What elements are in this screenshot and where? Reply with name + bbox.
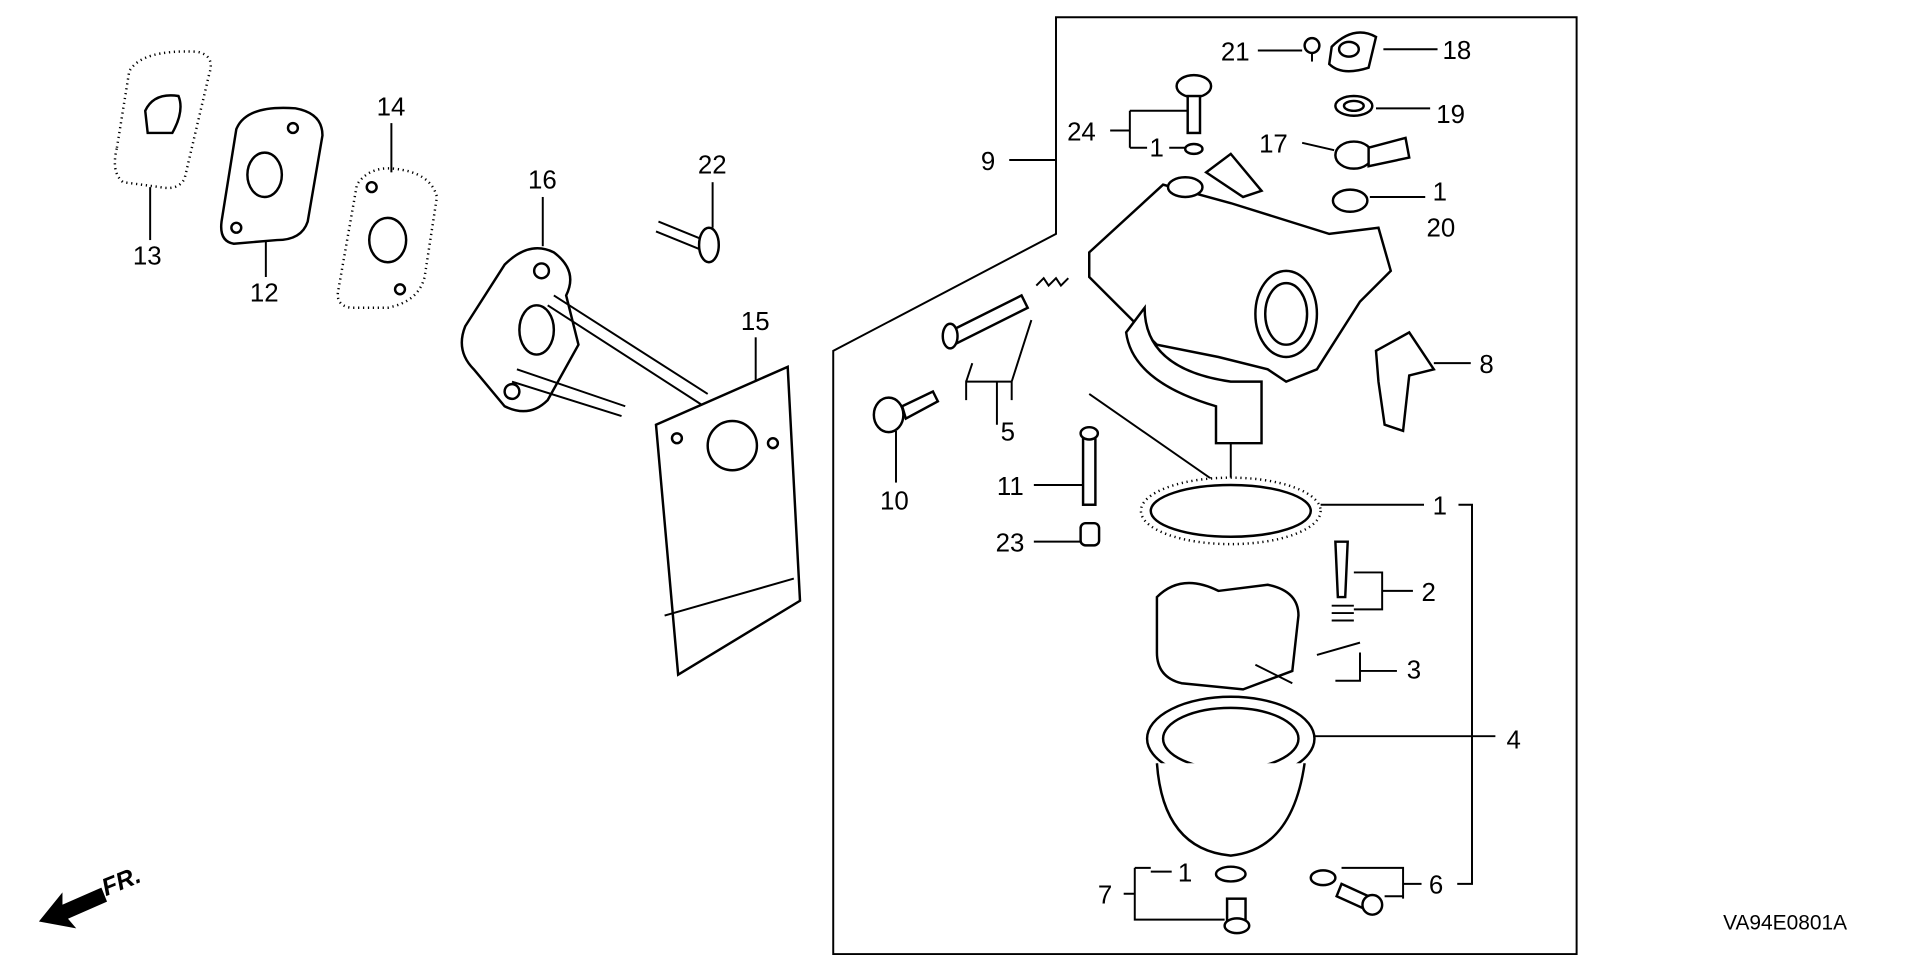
callout: 14 [377, 94, 406, 122]
callout: 4 [1506, 726, 1520, 754]
callout: 20 [1426, 214, 1455, 242]
insulator-16 [460, 247, 709, 418]
float-chamber-4 [1145, 695, 1316, 857]
callout: 1 [1178, 859, 1192, 887]
float-valve-2 [1331, 540, 1354, 622]
callout: 1 [1150, 134, 1164, 162]
screw-10 [872, 389, 940, 434]
callout: 1 [1433, 179, 1447, 207]
screw-24 [1175, 73, 1213, 156]
gasket-13 [113, 50, 212, 190]
callout: 12 [250, 280, 279, 308]
callout: 15 [741, 308, 770, 336]
callout: 18 [1442, 37, 1471, 65]
callouts: 13 12 14 16 22 15 9 24 1 21 18 19 17 1 2… [133, 37, 1521, 910]
bolt-6 [1309, 869, 1384, 916]
gasket-12 [219, 106, 324, 245]
washer-1-bottom [1214, 865, 1247, 883]
callout: 1 [1433, 493, 1447, 521]
callout: 21 [1221, 38, 1250, 66]
callout: 11 [997, 473, 1024, 501]
heat-shield-15 [654, 365, 802, 677]
gasket-14 [336, 167, 439, 309]
callout: 16 [528, 166, 557, 194]
drain-bolt-7 [1223, 897, 1251, 935]
callout: 7 [1098, 882, 1112, 910]
callout: 13 [133, 243, 162, 271]
callout: 19 [1436, 101, 1465, 129]
callout: 17 [1259, 131, 1288, 159]
cover-18 [1327, 31, 1378, 73]
assembly-frame [832, 16, 1578, 956]
main-jet-11 [1079, 425, 1100, 506]
callout: 8 [1479, 351, 1493, 379]
callout: 6 [1429, 872, 1443, 900]
callout: 2 [1422, 579, 1436, 607]
carburetor-body-9 [1088, 152, 1393, 445]
callout: 9 [981, 148, 995, 176]
callout: 24 [1067, 118, 1096, 146]
pilot-screw-5 [941, 276, 1070, 350]
valve-17 [1334, 136, 1411, 170]
direction-label: FR. [98, 862, 145, 902]
callout: 23 [996, 530, 1025, 558]
figure-code: VA94E0801A [1723, 911, 1847, 934]
callout: 22 [698, 152, 727, 180]
front-direction-arrow-icon: FR. [38, 862, 145, 929]
choke-lever-8 [1374, 330, 1436, 433]
leader-lines [149, 48, 1496, 921]
seal-19 [1334, 94, 1374, 117]
float-3 [1155, 581, 1361, 691]
callout: 10 [880, 488, 909, 516]
screw-21 [1303, 36, 1321, 62]
gasket-20 [1331, 188, 1369, 213]
callout: 5 [1001, 419, 1015, 447]
bolt-22 [655, 220, 720, 264]
jet-23 [1079, 521, 1101, 547]
callout: 3 [1407, 656, 1421, 684]
